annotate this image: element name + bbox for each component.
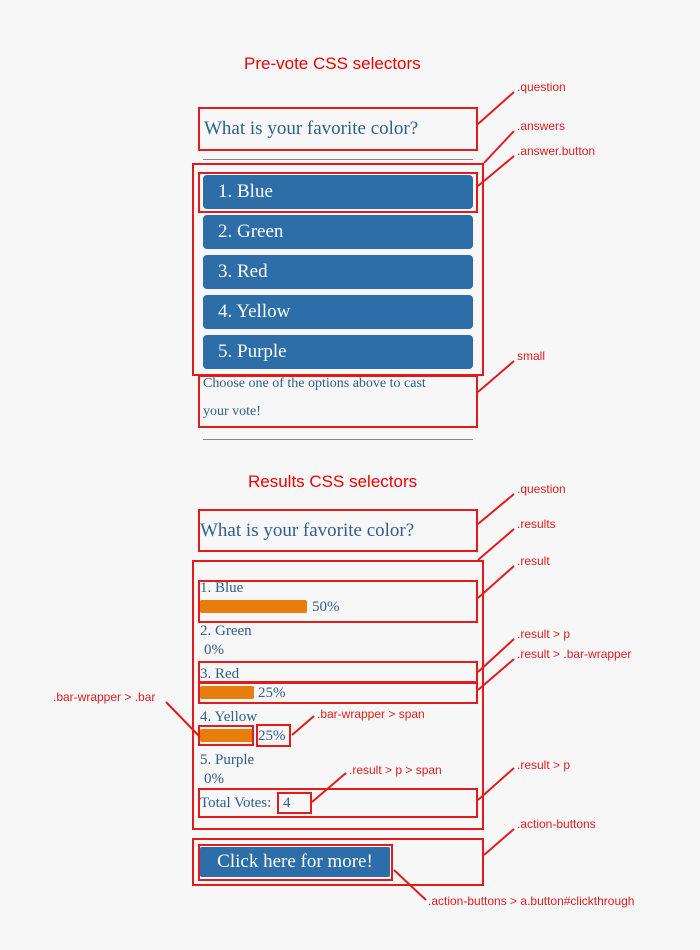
result-percent-green: 0% bbox=[204, 642, 224, 658]
results-highlight-box bbox=[192, 560, 484, 830]
total-votes-p-highlight-box bbox=[198, 788, 478, 818]
leader-line-result bbox=[477, 565, 515, 599]
leader-line-result-p-span bbox=[311, 772, 347, 803]
total-votes-label: Total Votes: bbox=[200, 795, 272, 811]
leader-line-clickthrough bbox=[393, 869, 427, 901]
answer-button-purple[interactable]: 5. Purple bbox=[203, 335, 473, 369]
small-instruction-line1: Choose one of the options above to cast bbox=[203, 376, 426, 391]
results-question: What is your favorite color? bbox=[200, 520, 415, 541]
leader-line-result-p bbox=[477, 638, 515, 673]
annotation-result-bar-wrapper: .result > .bar-wrapper bbox=[517, 647, 632, 661]
answer-button-yellow[interactable]: 4. Yellow bbox=[203, 295, 473, 329]
answer-button-highlight-box bbox=[198, 172, 478, 213]
annotation-result: .result bbox=[517, 554, 550, 568]
small-instruction-line2: your vote! bbox=[203, 404, 261, 419]
result-bar-wrapper-highlight-box bbox=[198, 682, 478, 704]
leader-line-result-p-total bbox=[477, 767, 515, 801]
leader-line-result-bar-wrapper bbox=[477, 658, 515, 691]
leader-line-answer-button bbox=[477, 155, 515, 187]
results-question-highlight-box bbox=[198, 509, 478, 552]
annotation-result-p: .result > p bbox=[517, 627, 571, 641]
leader-line-results-question bbox=[477, 493, 515, 525]
leader-line-bar-wrapper-bar bbox=[165, 701, 201, 738]
annotation-bar-wrapper-bar: .bar-wrapper > .bar bbox=[53, 690, 156, 704]
annotation-answers: .answers bbox=[517, 119, 566, 133]
annotation-answer-button: .answer.button bbox=[517, 144, 596, 158]
annotation-results: .results bbox=[517, 517, 556, 531]
total-votes-value: 4 bbox=[283, 795, 291, 811]
bar-span-highlight-box bbox=[256, 724, 291, 747]
divider bbox=[203, 439, 473, 440]
leader-line-question bbox=[477, 91, 515, 125]
answer-button-red[interactable]: 3. Red bbox=[203, 255, 473, 289]
annotation-small: small bbox=[517, 349, 546, 363]
leader-line-answers bbox=[483, 130, 515, 164]
result-percent-red: 25% bbox=[258, 685, 286, 701]
leader-line-small bbox=[477, 360, 515, 393]
result-label-purple: 5. Purple bbox=[200, 752, 255, 768]
result-highlight-box bbox=[198, 580, 478, 623]
result-label-green: 2. Green bbox=[200, 623, 252, 639]
answer-button-blue[interactable]: 1. Blue bbox=[203, 175, 473, 209]
annotation-action-buttons: .action-buttons bbox=[517, 817, 596, 831]
annotation-question: .question bbox=[517, 80, 566, 94]
small-highlight-box bbox=[198, 375, 478, 428]
leader-line-bar-wrapper-span bbox=[291, 715, 315, 736]
annotation-clickthrough: .action-buttons > a.button#clickthrough bbox=[428, 894, 635, 908]
result-percent-purple: 0% bbox=[204, 771, 224, 787]
action-buttons-highlight-box bbox=[192, 838, 484, 886]
annotation-results-question: .question bbox=[517, 482, 566, 496]
divider bbox=[203, 159, 473, 160]
result-label-red: 3. Red bbox=[200, 666, 240, 682]
question-highlight-box bbox=[198, 107, 478, 151]
prevote-question: What is your favorite color? bbox=[204, 118, 419, 139]
annotation-result-p-total: .result > p bbox=[517, 758, 571, 772]
result-percent-blue: 50% bbox=[312, 599, 340, 615]
click-here-for-more-button[interactable]: Click here for more! bbox=[200, 847, 390, 877]
prevote-heading: Pre-vote CSS selectors bbox=[244, 54, 421, 73]
result-bar-yellow bbox=[200, 729, 254, 742]
leader-line-action-buttons bbox=[483, 828, 515, 856]
result-label-yellow: 4. Yellow bbox=[200, 709, 258, 725]
result-label-blue: 1. Blue bbox=[200, 580, 244, 596]
results-heading: Results CSS selectors bbox=[248, 472, 418, 491]
answer-button-green[interactable]: 2. Green bbox=[203, 215, 473, 249]
result-percent-yellow: 25% bbox=[258, 728, 286, 744]
leader-line-results bbox=[477, 528, 515, 561]
annotation-bar-wrapper-span: .bar-wrapper > span bbox=[317, 707, 425, 721]
total-votes-span-highlight-box bbox=[277, 792, 312, 814]
clickthrough-highlight-box bbox=[198, 844, 393, 881]
result-bar-red bbox=[200, 686, 254, 699]
annotation-result-p-span: .result > p > span bbox=[349, 763, 442, 777]
result-bar-blue bbox=[200, 600, 307, 613]
